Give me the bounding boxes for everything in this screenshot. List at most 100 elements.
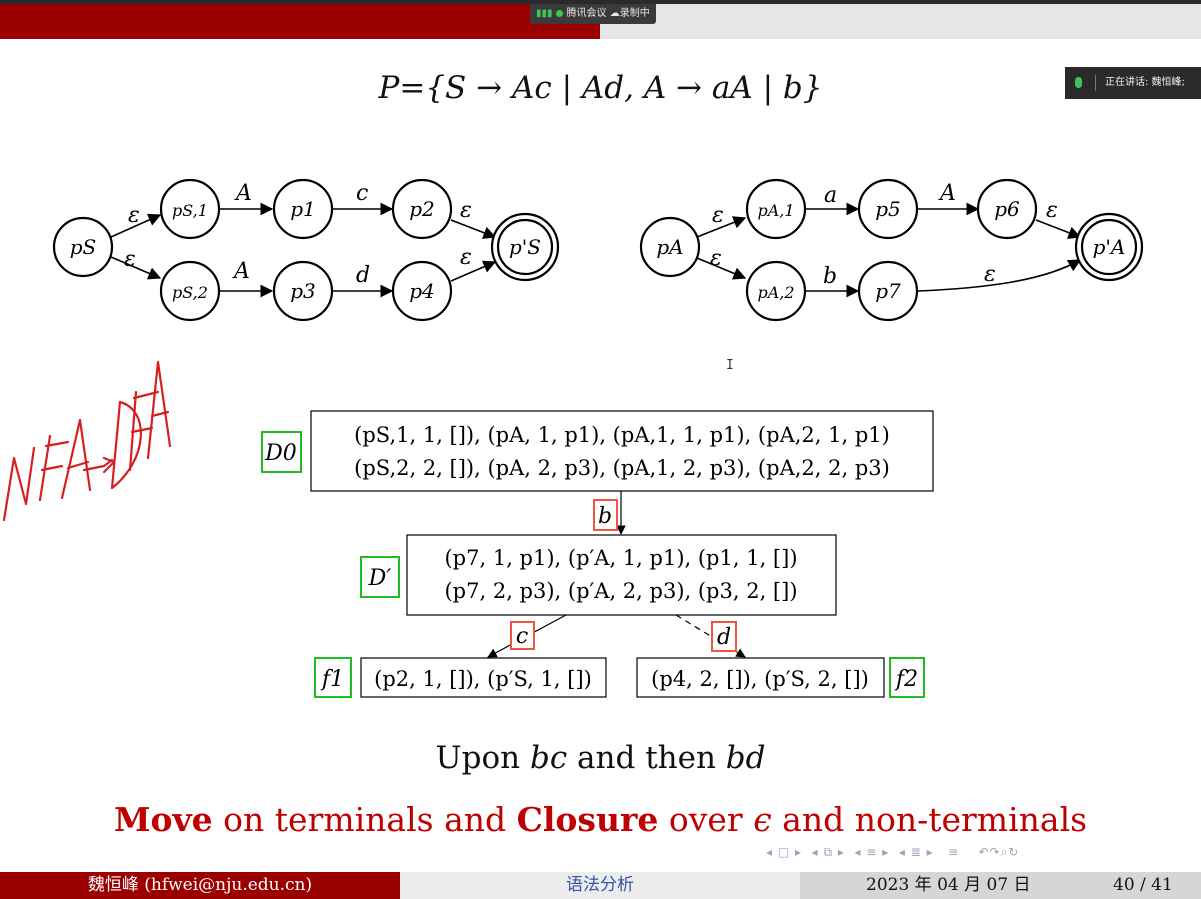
edge-label-box-d bbox=[711, 621, 737, 652]
hand-stroke-arrow bbox=[82, 456, 116, 474]
slide-header-bar-right bbox=[600, 4, 1201, 39]
label-box-dprime bbox=[360, 556, 400, 598]
state-p7 bbox=[857, 260, 919, 322]
edge-p7-paf bbox=[917, 259, 1082, 292]
dfa-label-dprime: D′ bbox=[368, 566, 392, 591]
dfa-final-f2-box bbox=[636, 657, 885, 698]
text-on-terminals: on terminals and bbox=[212, 800, 517, 839]
window-top-strip bbox=[0, 0, 1201, 4]
state-p4 bbox=[391, 260, 453, 322]
state-p2 bbox=[391, 178, 453, 240]
microphone-icon bbox=[1075, 77, 1082, 88]
keyword-closure: Closure bbox=[516, 800, 659, 839]
state-pa1 bbox=[745, 178, 807, 240]
cloud-icon: ☁ bbox=[609, 8, 620, 19]
recording-status: 录制中 bbox=[619, 8, 650, 19]
nfa-right-node-labels: pA pA,1 pA,2 p5 p7 p6 p'A bbox=[656, 197, 1125, 303]
hand-stroke-N bbox=[2, 446, 36, 522]
nfa-left-nodes bbox=[52, 178, 560, 322]
hand-stroke-A bbox=[60, 418, 92, 500]
text-over: over bbox=[658, 800, 754, 839]
dfa-f1-content: (p2, 1, []), (p′S, 1, []) bbox=[374, 667, 592, 691]
caption-word-and-then: and then bbox=[577, 740, 716, 776]
edge-label: ε bbox=[1046, 198, 1058, 223]
nfa-right-edges bbox=[696, 202, 1082, 298]
edge-p2-psf bbox=[450, 219, 497, 239]
edge-pa-pa2 bbox=[696, 257, 747, 280]
nav-frame-prev-icon[interactable]: ◂ □ ▸ bbox=[766, 845, 803, 859]
state-label: p2 bbox=[409, 197, 435, 221]
dfa-edge-label-b: b bbox=[598, 504, 612, 529]
dfa-red-edge-label-boxes bbox=[510, 499, 737, 652]
footer-date: 2023 年 04 月 07 日 bbox=[866, 875, 1031, 895]
state-label: p1 bbox=[290, 197, 316, 221]
nfa-left-node-labels: pS pS,1 pS,2 p1 p3 p2 p4 p'S bbox=[70, 197, 541, 303]
edge-label: ε bbox=[128, 203, 140, 228]
state-label: p'S bbox=[509, 235, 541, 259]
edge-label: A bbox=[234, 181, 252, 206]
state-label: pS,2 bbox=[172, 283, 208, 302]
nav-search-icon[interactable]: ↶↷⌕↻ bbox=[978, 845, 1020, 859]
dfa-state-dprime-box bbox=[406, 534, 837, 616]
nfa-right-edge-labels: ε ε a A ε b ε bbox=[710, 181, 1058, 289]
caption-upon: Upon bc and then bd bbox=[0, 740, 1201, 776]
move-closure-statement: Move on terminals and Closure over ϵ and… bbox=[0, 800, 1201, 839]
edge-label: ε bbox=[460, 198, 472, 223]
state-label: pA bbox=[656, 235, 683, 259]
nav-doc-icon[interactable]: ◂ ≣ ▸ bbox=[898, 845, 934, 859]
label-box-d0 bbox=[261, 431, 302, 473]
dfa-d0-line2: (pS,2, 2, []), (pA, 2, p3), (pA,1, 2, p3… bbox=[354, 456, 890, 480]
dfa-f2-content: (p4, 2, []), (p′S, 2, []) bbox=[651, 667, 869, 691]
state-ps2 bbox=[159, 260, 221, 322]
nav-section-icon[interactable]: ◂ ≡ ▸ bbox=[854, 845, 890, 859]
dfa-dprime-line1: (p7, 1, p1), (p′A, 1, p1), (p1, 1, []) bbox=[444, 546, 797, 570]
state-label: p3 bbox=[290, 279, 316, 303]
dfa-label-f1: f1 bbox=[320, 667, 344, 692]
edge-label: a bbox=[824, 183, 837, 208]
hand-stroke-D bbox=[110, 400, 142, 490]
edge-label: d bbox=[356, 263, 370, 288]
state-ps bbox=[52, 216, 114, 278]
dfa-final-f1-box bbox=[360, 657, 607, 698]
text-non-terminals: and non-terminals bbox=[771, 800, 1088, 839]
meeting-status-pill[interactable]: ▮▮▮腾讯会议 ☁录制中 bbox=[530, 4, 656, 24]
dfa-label-f2: f2 bbox=[894, 667, 918, 692]
state-label: p7 bbox=[875, 279, 901, 303]
dfa-boxes bbox=[310, 410, 934, 698]
beamer-navigation-controls[interactable]: ◂ □ ▸ ◂ ⧉ ▸ ◂ ≡ ▸ ◂ ≣ ▸ ≡ ↶↷⌕↻ bbox=[766, 845, 1019, 860]
nav-toc-icon[interactable]: ≡ bbox=[948, 845, 960, 859]
epsilon-symbol: ϵ bbox=[753, 800, 772, 839]
state-label: pS bbox=[70, 235, 97, 259]
state-label: p4 bbox=[409, 279, 435, 303]
hand-stroke-A2 bbox=[146, 360, 172, 460]
label-box-f1 bbox=[314, 657, 352, 698]
edge-ps-ps2 bbox=[110, 256, 162, 280]
dfa-edge-label-c: c bbox=[516, 624, 528, 649]
state-pa2 bbox=[745, 260, 807, 322]
speaker-label: 正在讲话: 魏恒峰; bbox=[1105, 77, 1185, 88]
nfa-right-nodes bbox=[639, 178, 1144, 322]
footer-page-number: 40 / 41 bbox=[1113, 875, 1173, 895]
dfa-text: D0 (pS,1, 1, []), (pA, 1, p1), (pA,1, 1,… bbox=[264, 423, 918, 692]
signal-icon: ▮▮▮ bbox=[536, 8, 553, 19]
state-label: p6 bbox=[994, 197, 1020, 221]
state-label: pS,1 bbox=[172, 201, 208, 220]
accept-state-paf-inner bbox=[1080, 218, 1138, 276]
handwritten-annotation bbox=[2, 360, 172, 522]
edge-p6-paf bbox=[1035, 219, 1082, 239]
dfa-state-d0-box bbox=[310, 410, 934, 492]
slide-header-bar-left bbox=[0, 4, 600, 39]
caption-word-upon: Upon bbox=[435, 740, 521, 776]
grammar-productions: P={S → Ac | Ad, A → aA | b} bbox=[378, 70, 823, 106]
edge-pa-pa1 bbox=[696, 216, 747, 238]
label-box-f2 bbox=[889, 657, 925, 698]
active-speaker-badge: 正在讲话: 魏恒峰; bbox=[1065, 67, 1201, 99]
nav-subsection-icon[interactable]: ◂ ⧉ ▸ bbox=[811, 845, 845, 859]
nfa-left-edge-labels: ε ε A c ε A d ε bbox=[124, 181, 472, 288]
state-p5 bbox=[857, 178, 919, 240]
nfa-left-edges bbox=[110, 202, 497, 298]
edge-label-box-b bbox=[593, 499, 618, 531]
footer-title: 语法分析 bbox=[400, 872, 800, 899]
text-cursor-icon: I bbox=[726, 358, 734, 373]
